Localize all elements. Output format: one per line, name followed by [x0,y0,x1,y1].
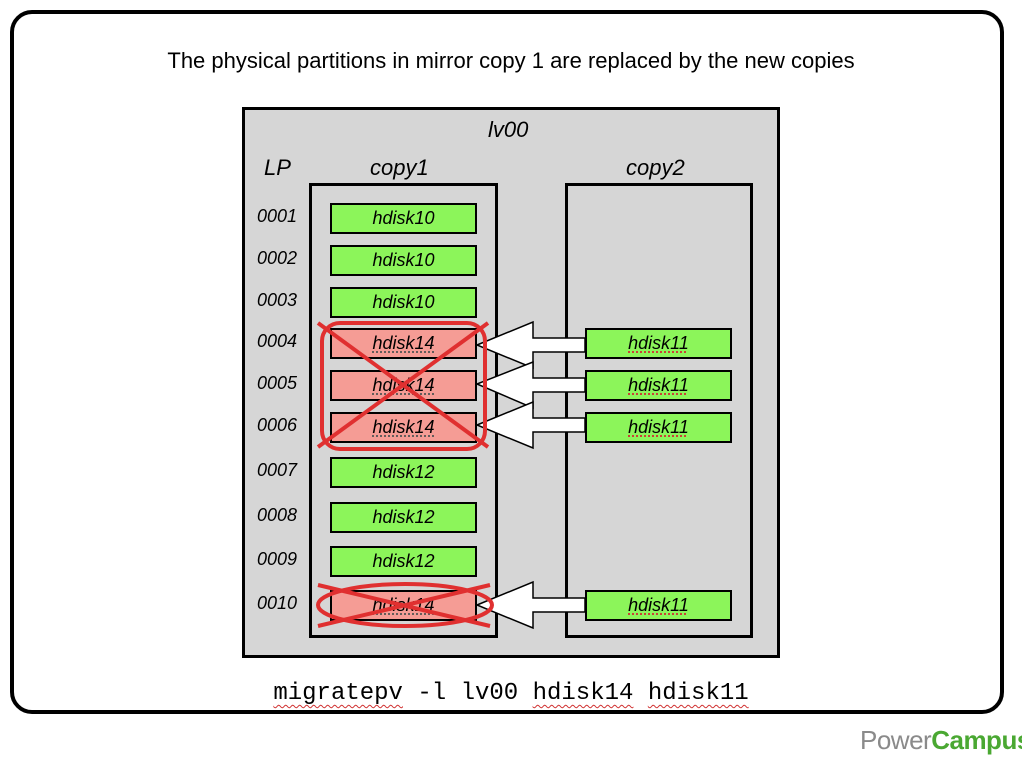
migration-arrow [475,360,586,410]
strike-line [316,321,490,449]
lv-name-label: lv00 [488,117,529,142]
copy2-partition-label: hdisk11 [628,375,689,395]
lp-number: 0006 [257,415,298,435]
lp-number: 0002 [257,248,298,268]
copy2-partition-label: hdisk11 [628,417,689,437]
copy1-partition: hdisk12 [330,502,477,533]
copy2-partition: hdisk11 [585,412,732,443]
lp-number: 0008 [257,505,298,525]
copy1-column [309,183,498,638]
lp-number: 0001 [257,206,298,226]
command-target-disk: hdisk11 [647,680,749,707]
copy2-header: copy2 [626,155,685,180]
replaced-item-outline [316,582,494,628]
migration-arrow [475,580,586,630]
copy1-partition-label: hdisk12 [372,462,435,482]
lp-header: LP [264,155,291,180]
copy1-partition: hdisk14 [330,328,477,359]
copy2-partition: hdisk11 [585,370,732,401]
brand-part2: Campus [931,725,1022,755]
copy1-partition: hdisk10 [330,287,477,318]
copy1-partition-label: hdisk14 [372,333,435,353]
copy1-partition: hdisk14 [330,412,477,443]
copy2-column [565,183,753,638]
command-line: migratepv -l lv00 hdisk14 hdisk11 [0,680,1022,707]
lp-number: 0007 [257,460,298,480]
copy2-partition-label: hdisk11 [628,333,689,353]
copy1-partition-label: hdisk12 [372,551,435,571]
copy1-partition: hdisk12 [330,457,477,488]
copy1-partition-label: hdisk10 [372,208,435,228]
copy1-partition: hdisk10 [330,245,477,276]
migration-arrow [475,400,586,450]
brand-part1: Power [860,725,932,755]
command-lv: lv00 [460,680,519,707]
command-source-disk: hdisk14 [532,680,634,707]
copy2-partition: hdisk11 [585,328,732,359]
brand-logo: PowerCampus01 [860,725,1022,756]
lp-number: 0003 [257,290,298,310]
copy1-partition: hdisk12 [330,546,477,577]
lp-number: 0009 [257,549,298,569]
slide-title: The physical partitions in mirror copy 1… [167,48,855,73]
lp-number: 0010 [257,593,298,613]
copy1-partition-label: hdisk10 [372,250,435,270]
lp-number: 0004 [257,331,298,351]
copy1-partition: hdisk10 [330,203,477,234]
copy1-partition-label: hdisk14 [372,417,435,437]
lp-number: 0005 [257,373,298,393]
migration-arrow [475,320,586,370]
command-name: migratepv [273,680,403,707]
copy2-partition-label: hdisk11 [628,595,689,615]
copy2-partition: hdisk11 [585,590,732,621]
replaced-group-outline [320,321,487,451]
strike-line [317,583,491,628]
copy1-partition-label: hdisk12 [372,507,435,527]
copy1-header: copy1 [370,155,429,180]
copy1-partition-label: hdisk10 [372,292,435,312]
command-flag: -l [417,680,447,707]
